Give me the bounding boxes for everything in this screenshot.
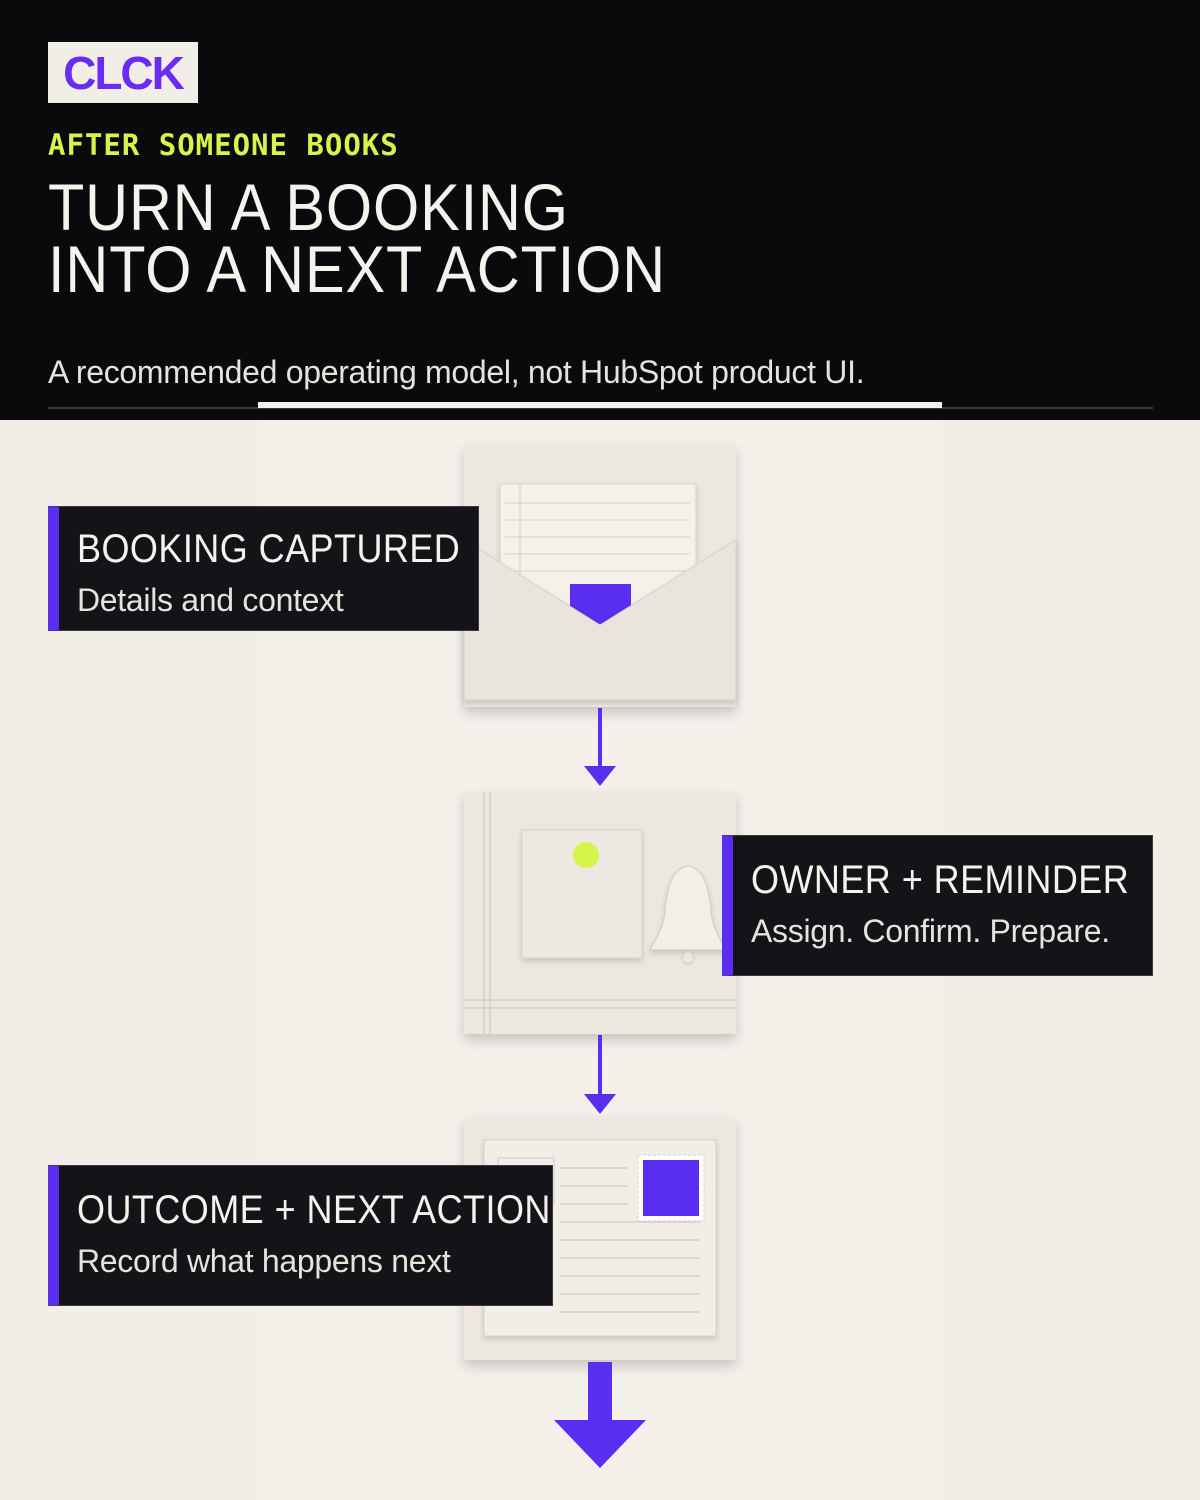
headline: TURN A BOOKING INTO A NEXT ACTION xyxy=(48,170,735,306)
eyebrow-label: AFTER SOMEONE BOOKS xyxy=(48,128,399,162)
envelope-icon xyxy=(463,445,737,707)
step-description: Assign. Confirm. Prepare. xyxy=(751,913,1110,949)
step-title: OWNER + REMINDER xyxy=(751,858,1130,902)
step-card-owner-reminder: OWNER + REMINDER Assign. Confirm. Prepar… xyxy=(722,835,1153,976)
step-description: Record what happens next xyxy=(77,1243,451,1279)
step-description: Details and context xyxy=(77,582,344,618)
step-title: OUTCOME + NEXT ACTION xyxy=(77,1188,551,1232)
flow-arrow-2 xyxy=(584,1035,616,1114)
step-card-booking-captured: BOOKING CAPTURED Details and context xyxy=(48,506,479,631)
brand-logo-text: CLCK xyxy=(63,46,185,99)
flow-arrow-1 xyxy=(584,708,616,786)
divider xyxy=(48,407,1153,409)
step-title: BOOKING CAPTURED xyxy=(77,527,461,571)
brand-logo: CLCK xyxy=(48,42,198,103)
headline-line-1: TURN A BOOKING xyxy=(48,170,569,244)
bell-icon xyxy=(464,792,736,1034)
divider-highlight xyxy=(258,402,942,408)
header-band: CLCK AFTER SOMEONE BOOKS TURN A BOOKING … xyxy=(0,0,1200,420)
subtitle: A recommended operating model, not HubSp… xyxy=(48,354,865,390)
headline-line-2: INTO A NEXT ACTION xyxy=(48,232,667,306)
step-card-outcome-next-action: OUTCOME + NEXT ACTION Record what happen… xyxy=(48,1165,553,1306)
flow-arrow-final xyxy=(554,1362,646,1468)
